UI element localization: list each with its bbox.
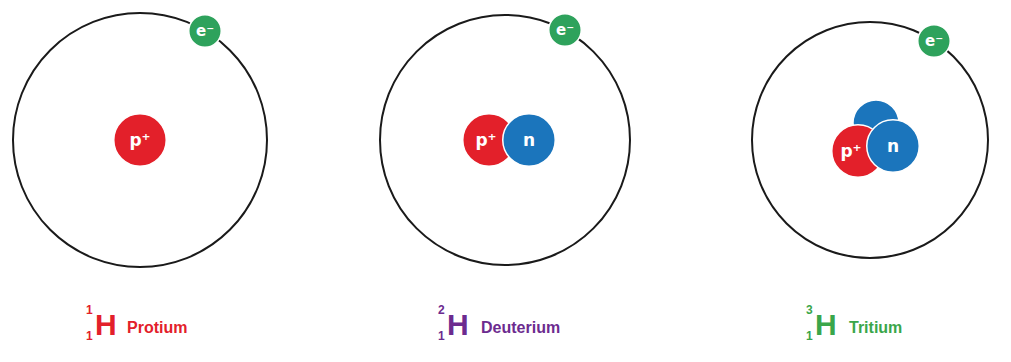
- atomic-number: 1: [438, 330, 445, 342]
- electron-circle: [918, 25, 951, 58]
- orbit: [380, 15, 630, 265]
- electron: e⁻: [917, 24, 951, 58]
- isotope-name: Deuterium: [481, 320, 560, 336]
- isotope-name: Tritium: [849, 320, 902, 336]
- element-symbol: H: [447, 310, 469, 340]
- proton-symbol: p⁺: [475, 132, 496, 149]
- neutron-circle: [867, 120, 920, 173]
- orbit: [752, 22, 988, 258]
- element-symbol: H: [815, 310, 837, 340]
- electron-symbol: e⁻: [196, 24, 214, 39]
- element-symbol: H: [95, 310, 117, 340]
- proton: p⁺: [113, 113, 167, 167]
- orbit: [13, 13, 267, 267]
- isotope-name: Protium: [127, 320, 187, 336]
- electron-symbol: e⁻: [556, 23, 574, 38]
- mass-number: 2: [438, 304, 445, 316]
- neutron-circle: [503, 114, 556, 167]
- electron-symbol: e⁻: [925, 34, 943, 49]
- proton-circle: [114, 114, 167, 167]
- mass-number: 1: [86, 304, 93, 316]
- mass-number: 3: [806, 304, 813, 316]
- neutron-symbol: n: [523, 132, 535, 149]
- neutron: n: [866, 119, 920, 173]
- proton-symbol: p⁺: [840, 143, 861, 160]
- neutron-symbol: n: [887, 138, 899, 155]
- electron: e⁻: [188, 14, 222, 48]
- electron-circle: [549, 14, 582, 47]
- electron: e⁻: [548, 13, 582, 47]
- atomic-number: 1: [806, 330, 813, 342]
- atomic-number: 1: [86, 330, 93, 342]
- proton-symbol: p⁺: [129, 132, 150, 149]
- electron-circle: [189, 15, 222, 48]
- neutron: n: [502, 113, 556, 167]
